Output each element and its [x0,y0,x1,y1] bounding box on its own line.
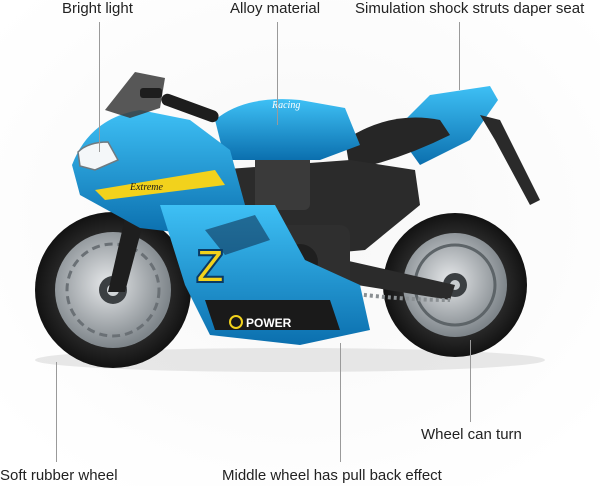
callout-line-soft-rubber [56,362,57,462]
belly-panel [205,300,340,330]
race-number: Z [196,240,224,292]
callout-line-shock [459,22,460,90]
label-soft-rubber-wheel: Soft rubber wheel [0,467,118,484]
mirror [140,88,162,98]
callout-line-bright-light [99,22,100,152]
label-pull-back: Middle wheel has pull back effect [222,467,442,484]
ground-shadow [35,348,545,372]
callout-line-alloy [277,22,278,125]
handlebar [161,93,219,123]
radiator-grille [255,150,310,210]
windscreen [105,72,165,118]
label-alloy-material: Alloy material [230,0,321,17]
license-bracket [480,115,540,205]
label-bright-light: Bright light [62,0,133,17]
power-icon [229,315,243,329]
seat [345,117,450,170]
fairing-graphic [205,215,270,255]
tank-script: Racing [271,100,300,111]
headlight [77,141,120,171]
fuel-tank [215,99,360,160]
label-wheel-can-turn: Wheel can turn [421,426,522,443]
fairing-stripe [95,170,225,200]
power-text: POWER [246,316,292,330]
label-shock-seat: Simulation shock struts daper seat [355,0,585,17]
fairing-script: Extreme [129,182,164,193]
callout-line-wheel-turn [470,340,471,422]
front-fairing [72,110,245,235]
callout-line-pull-back [340,343,341,462]
